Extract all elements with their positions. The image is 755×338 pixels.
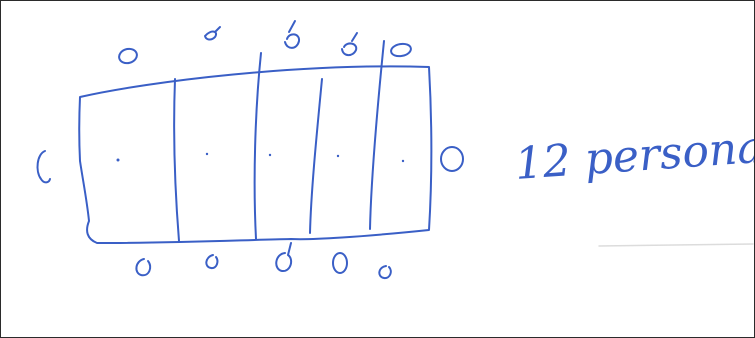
section-divider-4 [370,41,384,229]
seat-top-1 [117,47,138,65]
section-dot-5 [402,160,404,162]
section-divider-1 [174,79,179,241]
section-dot-1 [117,159,120,162]
seat-right-end [441,147,463,171]
section-divider-2 [255,53,261,239]
seat-bottom-3 [276,243,291,271]
section-divider-3 [310,79,322,233]
seat-top-5 [390,42,412,57]
seat-bottom-1 [136,259,150,275]
section-dot-2 [206,153,208,155]
seat-bottom-4 [333,253,347,273]
guest-count-label: 12 personas [513,120,754,190]
seat-bottom-2 [206,255,217,268]
faint-scan-line [599,244,753,246]
section-dot-4 [337,155,339,157]
seat-bottom-5 [379,266,391,278]
seat-left-end [38,151,50,182]
seat-top-4 [342,33,357,55]
seat-top-2 [205,27,220,40]
section-dot-3 [269,154,271,156]
seat-top-3 [285,21,299,48]
